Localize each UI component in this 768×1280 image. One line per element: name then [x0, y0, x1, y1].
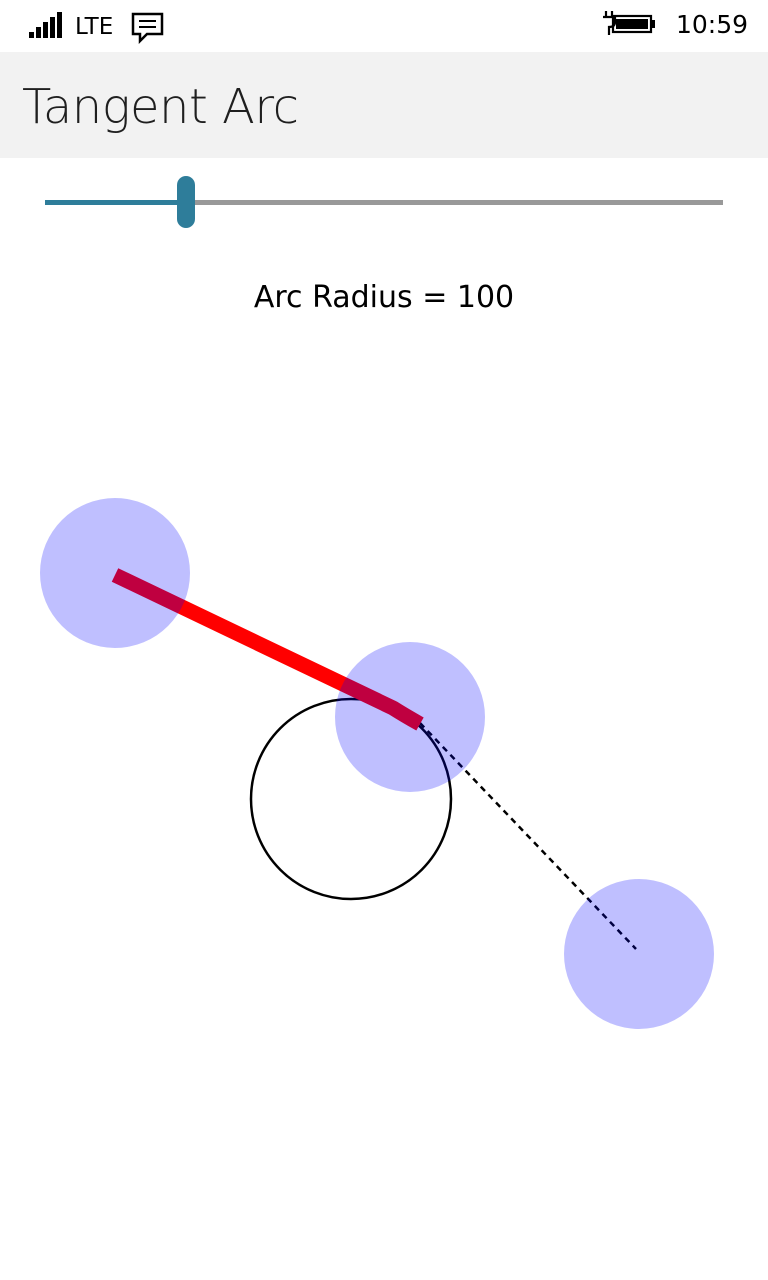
- status-bar: LTE 10:59: [0, 0, 768, 52]
- handle-point-3[interactable]: [564, 879, 714, 1029]
- tangent-arc-path: [111, 568, 424, 731]
- radius-slider[interactable]: [45, 176, 723, 228]
- clock: 10:59: [676, 10, 749, 39]
- slider-track[interactable]: [45, 200, 723, 205]
- dashed-guide-line: [419, 722, 637, 950]
- arc-circle: [249, 697, 453, 901]
- slider-thumb[interactable]: [177, 176, 196, 228]
- message-icon: [131, 12, 164, 44]
- slider-fill: [45, 200, 187, 205]
- battery-charging-icon: [603, 11, 655, 35]
- handle-point-2[interactable]: [335, 642, 485, 792]
- arc-radius-label: Arc Radius = 100: [253, 280, 515, 315]
- app-header: Tangent Arc: [0, 52, 768, 158]
- signal-bars-icon: [29, 12, 62, 38]
- network-type: LTE: [75, 14, 114, 40]
- page-title: Tangent Arc: [22, 79, 299, 135]
- handle-point-1[interactable]: [40, 498, 190, 648]
